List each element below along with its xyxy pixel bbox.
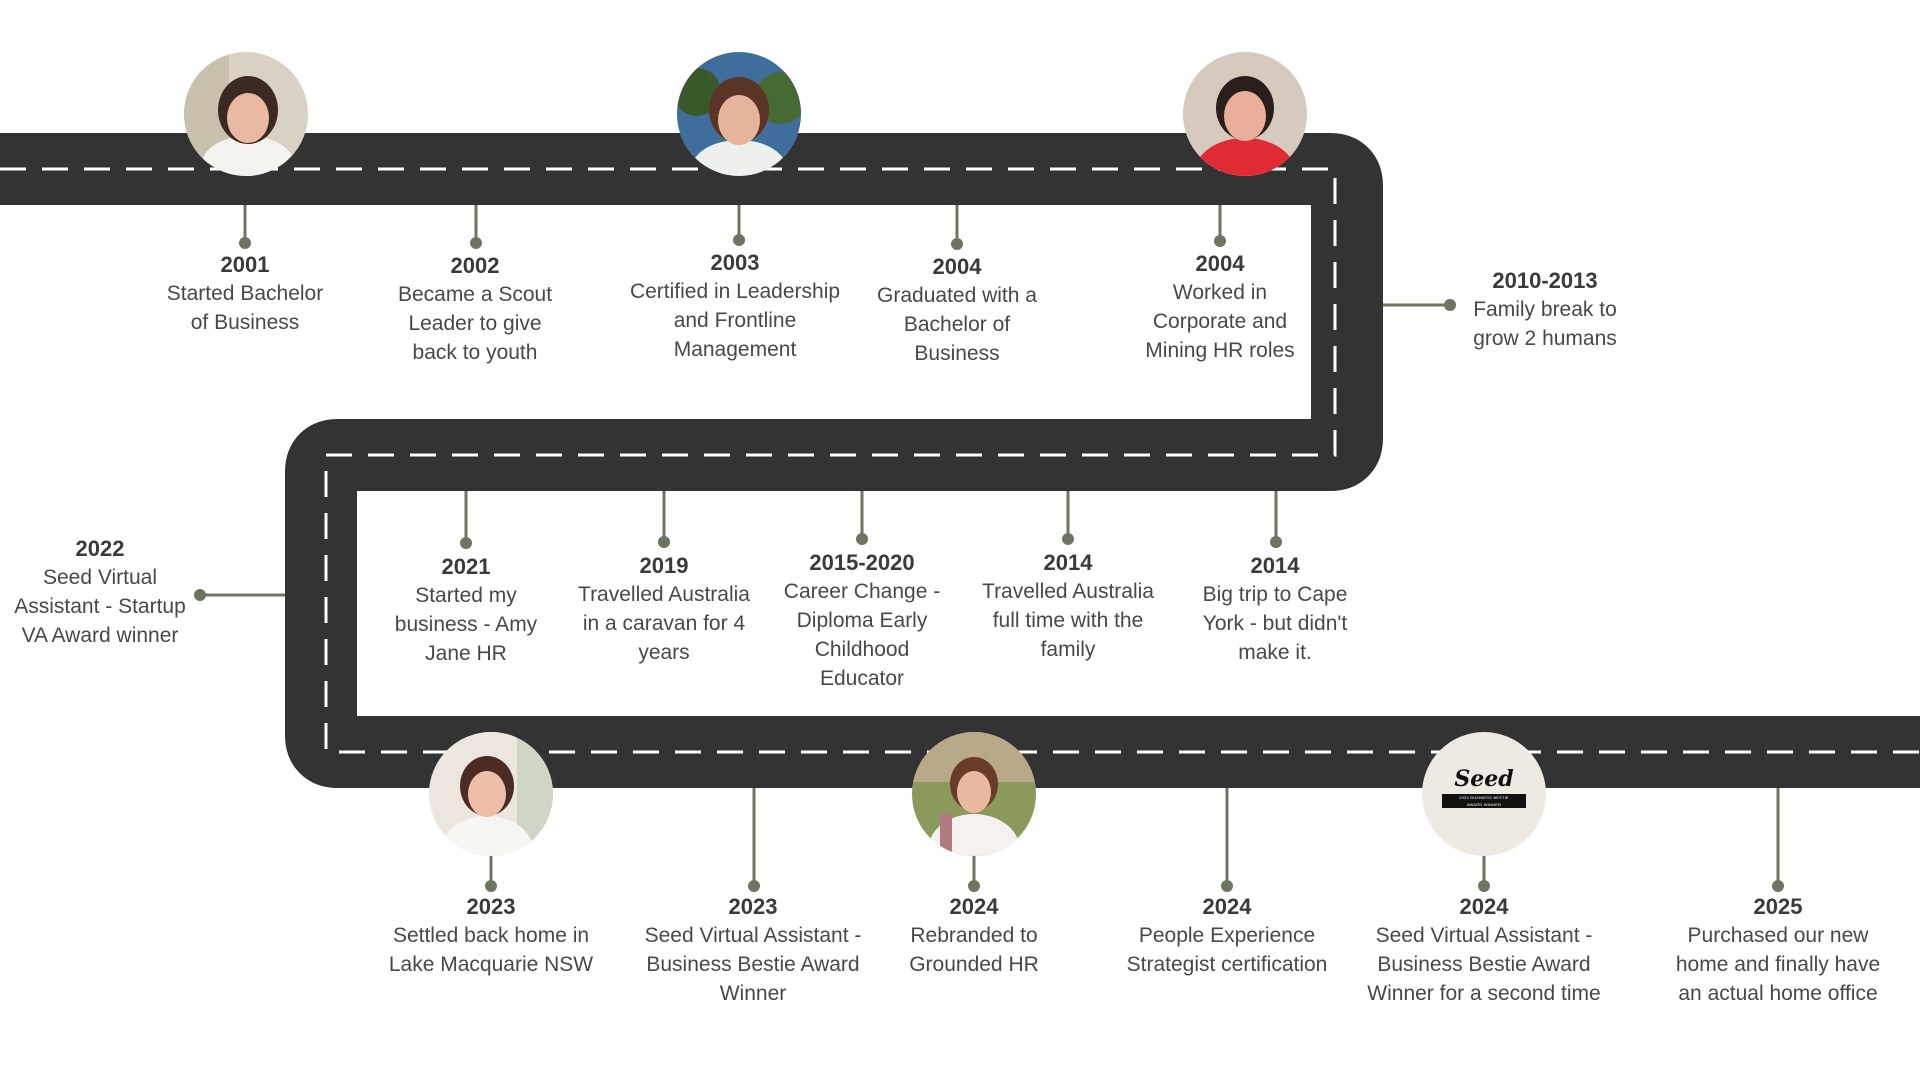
connector-dot: [485, 880, 497, 892]
milestone-2024-rebrand: 2024 Rebranded to Grounded HR: [844, 892, 1104, 979]
connector-dot: [1478, 880, 1490, 892]
milestone-desc: Started my business - Amy Jane HR: [394, 584, 538, 665]
milestone-year: 2024: [1202, 894, 1252, 919]
connector-dot: [733, 234, 745, 246]
milestone-year: 2022: [75, 536, 125, 561]
connector-dot: [1221, 880, 1233, 892]
milestone-2014-travel: 2014 Travelled Australia full time with …: [938, 548, 1198, 664]
milestone-2003: 2003 Certified in Leadership and Frontli…: [605, 248, 865, 364]
milestone-2021: 2021 Started my business - Amy Jane HR: [336, 552, 596, 668]
milestone-2024-certification: 2024 People Experience Strategist certif…: [1097, 892, 1357, 979]
milestone-desc: Worked in Corporate and Mining HR roles: [1145, 281, 1295, 362]
milestone-desc: Family break to grow 2 humans: [1473, 298, 1617, 350]
milestone-year: 2023: [728, 894, 778, 919]
milestone-desc: Purchased our new home and finally have …: [1675, 924, 1881, 1005]
milestone-year: 2025: [1753, 894, 1803, 919]
connector-dot: [1772, 880, 1784, 892]
milestone-desc: Career Change - Diploma Early Childhood …: [783, 580, 941, 690]
milestone-desc: Started Bachelor of Business: [166, 282, 324, 334]
profile-photo-2024: [912, 732, 1036, 856]
milestone-2022: 2022 Seed Virtual Assistant - Startup VA…: [0, 534, 230, 650]
connector-dot: [658, 536, 670, 548]
milestone-year: 2021: [441, 554, 491, 579]
milestone-year: 2010-2013: [1492, 268, 1598, 293]
milestone-desc: Seed Virtual Assistant - Business Bestie…: [644, 924, 862, 1005]
milestone-2014-cape-york: 2014 Big trip to Cape York - but didn't …: [1145, 551, 1405, 667]
milestone-2004-graduated: 2004 Graduated with a Bachelor of Busine…: [827, 252, 1087, 368]
milestone-year: 2024: [949, 894, 999, 919]
milestone-2023-home: 2023 Settled back home in Lake Macquarie…: [361, 892, 621, 979]
profile-photo-2023: [429, 732, 553, 856]
milestone-2010-2013: 2010-2013 Family break to grow 2 humans: [1415, 266, 1675, 353]
milestone-desc: Travelled Australia in a caravan for 4 y…: [578, 583, 750, 664]
milestone-desc: Seed Virtual Assistant - Startup VA Awar…: [14, 566, 186, 647]
milestone-desc: Rebranded to Grounded HR: [909, 924, 1039, 976]
milestone-year: 2002: [450, 253, 500, 278]
connector-dot: [1444, 299, 1456, 311]
milestone-2024-award: 2024 Seed Virtual Assistant - Business B…: [1354, 892, 1614, 1008]
profile-photo-2003: [677, 52, 801, 176]
connector-dot: [748, 880, 760, 892]
profile-photo-2004: [1183, 52, 1307, 176]
connector-dot: [470, 237, 482, 249]
milestone-desc: Settled back home in Lake Macquarie NSW: [388, 924, 594, 976]
milestone-2002: 2002 Became a Scout Leader to give back …: [345, 251, 605, 367]
milestone-year: 2004: [1195, 251, 1245, 276]
milestone-year: 2019: [639, 553, 689, 578]
connector-dot: [856, 533, 868, 545]
milestone-desc: Certified in Leadership and Frontline Ma…: [629, 280, 841, 361]
milestone-2004-corporate: 2004 Worked in Corporate and Mining HR r…: [1090, 249, 1350, 365]
milestone-2025: 2025 Purchased our new home and finally …: [1648, 892, 1908, 1008]
connector-dot: [194, 589, 206, 601]
road-dashes: [0, 167, 1920, 754]
milestone-year: 2004: [932, 254, 982, 279]
milestone-year: 2023: [466, 894, 516, 919]
seed-logo-text: Seed: [1454, 766, 1514, 792]
milestone-desc: Became a Scout Leader to give back to yo…: [397, 283, 553, 364]
profile-photo-2001: [184, 52, 308, 176]
milestone-desc: Seed Virtual Assistant - Business Bestie…: [1367, 924, 1601, 1005]
milestone-2015-2020: 2015-2020 Career Change - Diploma Early …: [732, 548, 992, 693]
milestone-year: 2003: [710, 250, 760, 275]
milestone-desc: Travelled Australia full time with the f…: [982, 580, 1154, 661]
milestone-year: 2015-2020: [809, 550, 915, 575]
connector-dot: [1214, 235, 1226, 247]
connector-dot: [1270, 536, 1282, 548]
connector-dot: [460, 537, 472, 549]
milestone-year: 2014: [1043, 550, 1093, 575]
milestone-desc: Graduated with a Bachelor of Business: [877, 284, 1037, 365]
milestone-desc: People Experience Strategist certificati…: [1126, 924, 1328, 976]
milestone-2001: 2001 Started Bachelor of Business: [115, 250, 375, 337]
connector-lines: [194, 205, 1784, 892]
milestone-2023-award: 2023 Seed Virtual Assistant - Business B…: [623, 892, 883, 1008]
connector-dot: [951, 238, 963, 250]
connector-dot: [239, 237, 251, 249]
milestone-year: 2024: [1459, 894, 1509, 919]
award-ribbon: 2024 BUSINESS BESTIE AWARD WINNER: [1442, 794, 1526, 808]
connector-dot: [1062, 533, 1074, 545]
milestone-2019: 2019 Travelled Australia in a caravan fo…: [534, 551, 794, 667]
milestone-desc: Big trip to Cape York - but didn't make …: [1202, 583, 1348, 664]
connector-dot: [968, 880, 980, 892]
seed-award-badge: Seed 2024 BUSINESS BESTIE AWARD WINNER: [1422, 732, 1546, 856]
milestone-year: 2014: [1250, 553, 1300, 578]
milestone-year: 2001: [220, 252, 270, 277]
